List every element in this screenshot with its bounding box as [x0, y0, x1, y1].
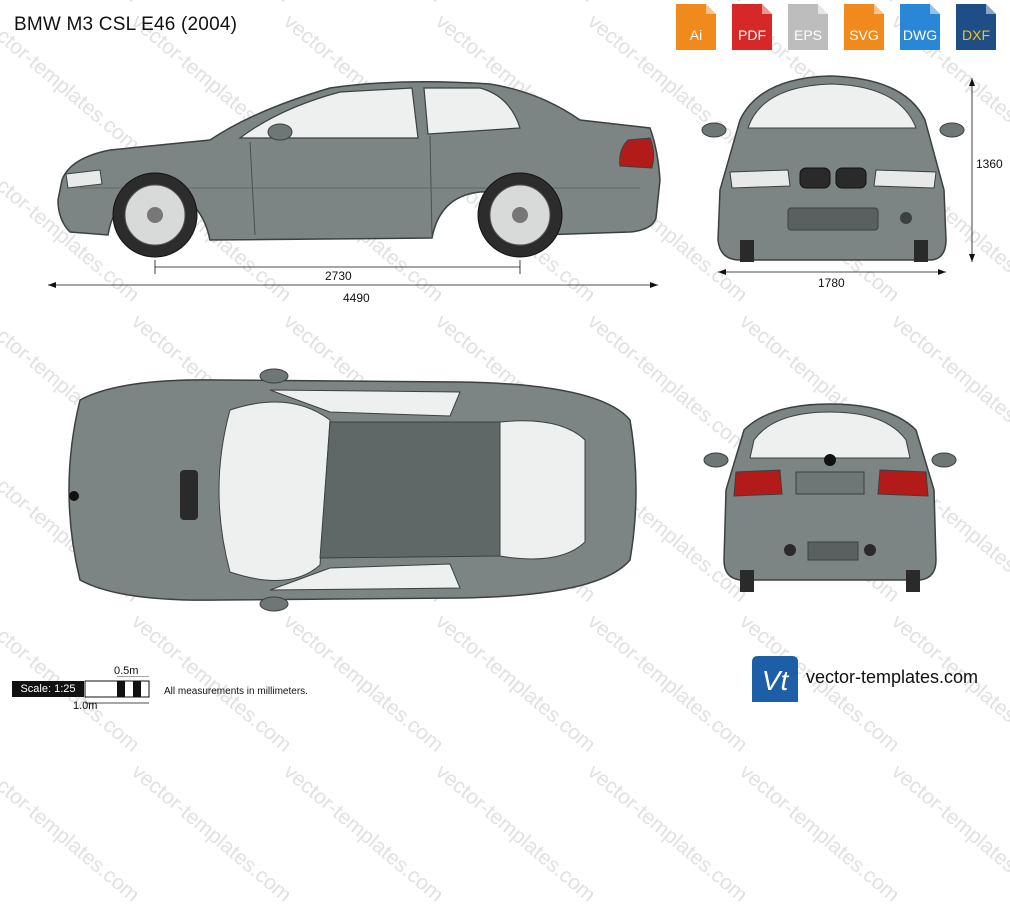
- format-label: SVG: [849, 27, 879, 43]
- ai-file-icon[interactable]: Ai: [672, 4, 720, 50]
- watermark-text: vector-templates.com: [431, 610, 600, 757]
- format-label: EPS: [793, 27, 822, 43]
- dwg-file-icon[interactable]: DWG: [896, 4, 944, 50]
- watermark-text: vector-templates.com: [0, 0, 144, 7]
- watermark-text: vector-templates.com: [0, 760, 144, 907]
- measurement-note: All measurements in millimeters.: [164, 686, 308, 697]
- front-view: [701, 75, 975, 275]
- height-label: 1360: [976, 157, 1003, 171]
- watermark-text: vector-templates.com: [279, 610, 448, 757]
- wheelbase-label: 2730: [325, 269, 352, 283]
- page-title: BMW M3 CSL E46 (2004): [14, 14, 238, 35]
- half-meter-label: 0.5m: [114, 665, 139, 677]
- length-label: 4490: [343, 291, 370, 305]
- meter-label: 1.0m: [73, 700, 98, 712]
- format-label: DXF: [962, 27, 990, 43]
- watermark-text: vector-templates.com: [583, 0, 752, 7]
- format-label: PDF: [738, 27, 766, 43]
- top-view: [68, 368, 637, 612]
- watermark-text: vector-templates.com: [583, 760, 752, 907]
- watermark-text: vector-templates.com: [583, 610, 752, 757]
- format-label: Ai: [689, 27, 703, 43]
- watermark-text: vector-templates.com: [431, 0, 600, 7]
- brand-link[interactable]: vector-templates.com: [806, 667, 979, 687]
- format-label: DWG: [902, 27, 938, 43]
- logo-text: Vt: [762, 665, 790, 696]
- scale-bar: [84, 676, 150, 704]
- watermark-text: vector-templates.com: [127, 760, 296, 907]
- width-label: 1780: [818, 276, 845, 290]
- eps-file-icon[interactable]: EPS: [784, 4, 832, 50]
- scale-label: Scale: 1:25: [12, 681, 84, 697]
- pdf-file-icon[interactable]: PDF: [728, 4, 776, 50]
- watermark-text: vector-templates.com: [735, 760, 904, 907]
- dxf-file-icon[interactable]: DXF: [952, 4, 1000, 50]
- vt-logo-icon[interactable]: Vt: [750, 654, 800, 704]
- svg-file-icon[interactable]: SVG: [840, 4, 888, 50]
- watermark-text: vector-templates.com: [431, 760, 600, 907]
- rear-view: [703, 403, 957, 592]
- side-view: [48, 81, 661, 288]
- watermark-text: vector-templates.com: [127, 0, 296, 7]
- watermark-text: vector-templates.com: [279, 760, 448, 907]
- watermark-text: vector-templates.com: [279, 0, 448, 7]
- watermark-text: vector-templates.com: [887, 760, 1010, 907]
